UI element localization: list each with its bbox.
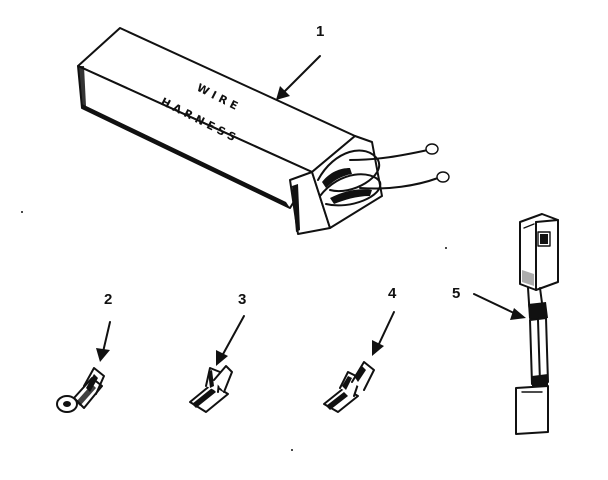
callout-3-leader <box>221 315 245 357</box>
callout-5: 5 <box>452 285 526 320</box>
part-3-flat-terminal <box>189 365 233 413</box>
callout-4-leader <box>377 311 395 347</box>
callout-5-arrowhead <box>510 308 526 320</box>
callout-5-leader <box>473 293 517 315</box>
part-2-ring-terminal <box>56 367 105 413</box>
callout-2-arrowhead <box>96 348 110 362</box>
callout-5-number: 5 <box>452 285 460 302</box>
callout-3: 3 <box>216 291 246 366</box>
callout-4-number: 4 <box>388 285 397 302</box>
callout-3-arrowhead <box>216 350 228 366</box>
callout-2-number: 2 <box>104 291 112 308</box>
callout-1: 1 <box>276 23 324 100</box>
callout-3-number: 3 <box>238 291 246 308</box>
scan-speck <box>445 247 447 249</box>
scan-speck <box>291 449 293 451</box>
callout-2: 2 <box>96 291 112 362</box>
callout-1-arrowhead <box>276 86 290 100</box>
callout-1-leader <box>281 55 321 95</box>
part-5-connector-pigtail <box>515 213 559 435</box>
callout-4-arrowhead <box>372 340 384 356</box>
callout-2-leader <box>102 321 111 353</box>
part-4-crimp-terminal <box>323 361 375 413</box>
callout-1-number: 1 <box>316 23 324 40</box>
part-1-wire-harness-box: WIRE HARNESS <box>77 27 450 235</box>
scan-speck <box>21 211 23 213</box>
callout-4: 4 <box>372 285 397 356</box>
